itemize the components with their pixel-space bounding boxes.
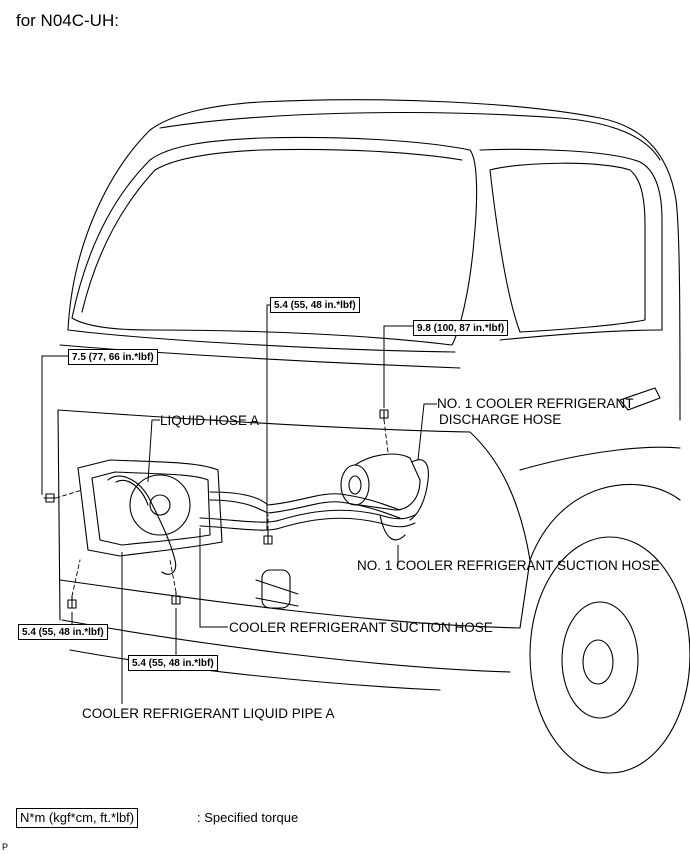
- liquid-pipe: [209, 491, 401, 511]
- leader-right-top: [383, 325, 414, 408]
- legend-description: : Specified torque: [197, 810, 299, 825]
- fan-ring: [129, 474, 191, 536]
- front-face-top: [59, 344, 461, 369]
- wheel-hub: [582, 639, 614, 685]
- page-header: for N04C-UH:: [16, 11, 119, 30]
- bolts: [43, 409, 389, 609]
- side-light: [619, 387, 661, 411]
- windshield: [71, 136, 478, 346]
- bumper-end-left: [57, 409, 61, 621]
- label-liquid-hose-a: LIQUID HOSE A: [160, 413, 260, 428]
- label-liquid-pipe-a: COOLER REFRIGERANT LIQUID PIPE A: [82, 706, 335, 721]
- leader-left-top: [41, 355, 70, 495]
- liquid-hose-a-shape-2: [115, 480, 149, 506]
- fan-hub: [149, 494, 171, 516]
- suction-hose-lower: [379, 514, 406, 541]
- wheel-outer: [529, 536, 690, 774]
- fender-arch: [529, 483, 681, 561]
- liquid-pipe-2: [209, 499, 401, 519]
- side-step: [519, 446, 681, 471]
- bumper-mid: [61, 619, 511, 673]
- suction-pipe-2: [199, 517, 416, 531]
- torque-center-bottom: 5.4 (55, 48 in.*lbf): [128, 655, 218, 671]
- side-window-frame: [479, 148, 663, 331]
- label-suction-hose-no1: NO. 1 COOLER REFRIGERANT SUCTION HOSE: [357, 558, 660, 573]
- compressor-pulley-inner: [348, 475, 362, 495]
- legend-unit-box: N*m (kgf*cm, ft.*lbf): [16, 808, 139, 828]
- cowl-line: [67, 329, 456, 353]
- side-window: [489, 162, 646, 333]
- torque-right-top: 9.8 (100, 87 in.*lbf): [413, 320, 509, 336]
- torque-left-bottom: 5.4 (55, 48 in.*lbf): [18, 624, 108, 640]
- receiver-bracket: [255, 579, 299, 607]
- door-edge: [499, 329, 663, 341]
- torque-left-top: 7.5 (77, 66 in.*lbf): [68, 349, 158, 365]
- fender: [469, 431, 531, 629]
- bumper-bottom: [69, 649, 441, 691]
- leader-center-top: [266, 304, 271, 530]
- condenser-frame: [77, 459, 223, 557]
- roof-inner-line: [159, 112, 661, 161]
- label-discharge-hose-line1: NO. 1 COOLER REFRIGERANT: [437, 396, 634, 411]
- leader-discharge: [417, 403, 437, 461]
- compressor-body: [354, 453, 421, 511]
- footer-code: P: [2, 842, 9, 852]
- suction-pipe: [199, 509, 416, 523]
- torque-center-top: 5.4 (55, 48 in.*lbf): [270, 297, 360, 313]
- leader-liquid-hose-a: [147, 419, 160, 483]
- receiver-dryer: [261, 569, 291, 609]
- compressor-pulley: [340, 464, 370, 506]
- wheel-rim: [561, 601, 639, 719]
- label-suction-hose: COOLER REFRIGERANT SUCTION HOSE: [229, 620, 493, 635]
- label-discharge-hose-line2: DISCHARGE HOSE: [439, 412, 562, 427]
- liquid-hose-a-shape: [107, 475, 177, 575]
- leader-suction: [199, 528, 228, 628]
- discharge-hose: [409, 459, 429, 521]
- bumper-top: [59, 579, 521, 629]
- windshield-inner: [81, 148, 463, 313]
- cab-outline: [67, 99, 681, 421]
- front-face-lower: [57, 409, 471, 433]
